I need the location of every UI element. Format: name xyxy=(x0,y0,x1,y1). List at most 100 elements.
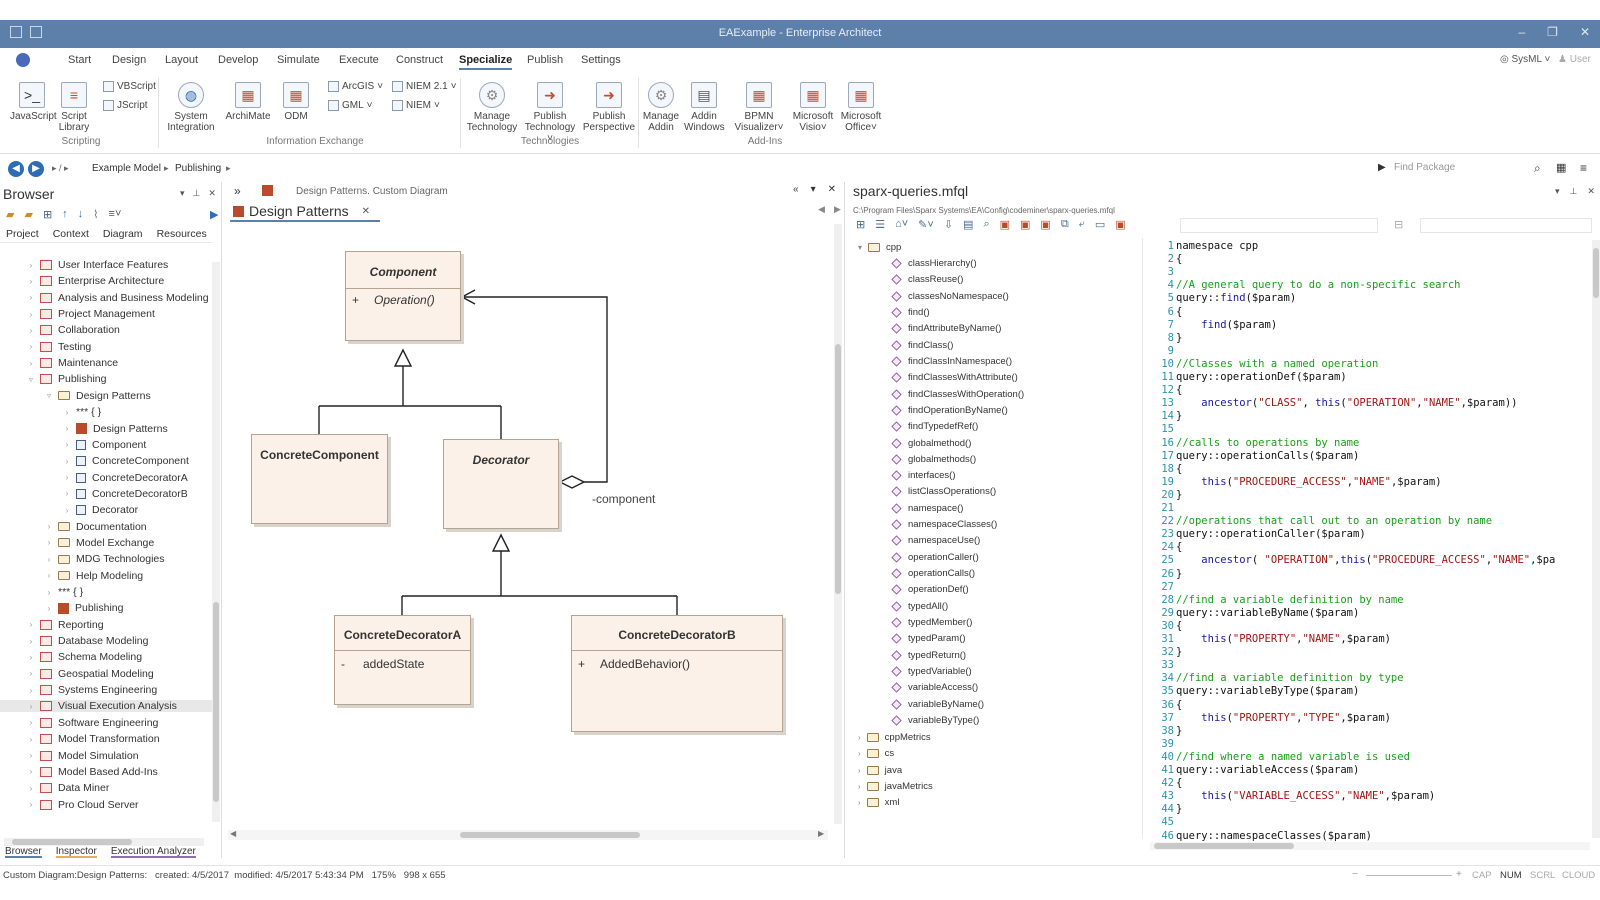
tab-settings[interactable]: Settings xyxy=(581,54,621,66)
search-icon[interactable]: ⌕ xyxy=(1534,161,1541,175)
query-method-item[interactable]: namespace() xyxy=(891,503,963,514)
pin-icon[interactable]: ⊥ xyxy=(1569,186,1578,196)
new-element-icon[interactable]: ⊞ xyxy=(42,209,53,221)
find-package-input[interactable]: Find Package xyxy=(1394,162,1456,173)
tree-folder[interactable]: ›xml xyxy=(858,797,899,808)
query-method-item[interactable]: listClassOperations() xyxy=(891,486,996,497)
chevron-right-icon[interactable]: › xyxy=(29,325,33,335)
manage-addin-button[interactable]: ⚙ Manage Addin xyxy=(642,82,680,133)
play-icon[interactable]: ▶ xyxy=(1378,162,1386,173)
bpmn-visualizer-button[interactable]: ▦ BPMN Visualizer˅ xyxy=(734,82,784,133)
chevron-right-icon[interactable]: › xyxy=(65,505,69,515)
query-method-item[interactable]: variableByName() xyxy=(891,699,984,710)
browser-tree-item[interactable]: ›Documentation xyxy=(44,521,147,533)
browser-tree-item[interactable]: ›Systems Engineering xyxy=(26,684,158,696)
query-method-item[interactable]: typedMember() xyxy=(891,617,972,628)
chevron-right-icon[interactable]: › xyxy=(29,734,33,744)
expand-right-icon[interactable]: ▶ xyxy=(210,209,219,221)
pin-icon[interactable]: ⊥ xyxy=(192,188,201,198)
browser-tree-item[interactable]: ›MDG Technologies xyxy=(44,553,165,565)
tab-execute[interactable]: Execute xyxy=(339,54,379,66)
tree-folder[interactable]: ›javaMetrics xyxy=(858,781,933,792)
chevron-right-icon[interactable]: › xyxy=(29,620,33,630)
browser-tree-item[interactable]: ›Collaboration xyxy=(26,324,120,336)
bottom-tab-browser[interactable]: Browser xyxy=(5,846,42,858)
red-action-icon[interactable]: ▣ xyxy=(1020,219,1031,231)
browser-tree-item[interactable]: ›Help Modeling xyxy=(44,570,143,582)
code-hscroll-thumb[interactable] xyxy=(1154,843,1294,849)
tab-design[interactable]: Design xyxy=(112,54,147,66)
restore-icon[interactable]: ❐ xyxy=(1547,25,1558,39)
scroll-left-icon[interactable]: ◀ xyxy=(230,829,237,838)
browser-tree-item[interactable]: ›Analysis and Business Modeling xyxy=(26,292,209,304)
query-method-item[interactable]: classHierarchy() xyxy=(891,258,977,269)
tree-folder[interactable]: ›cs xyxy=(858,748,894,759)
archimate-button[interactable]: ▦ ArchiMate xyxy=(224,82,272,122)
publish-technology-button[interactable]: ➜ Publish Technology ˅ xyxy=(522,82,578,144)
move-up-icon[interactable]: ↑ xyxy=(62,208,68,220)
code-vscroll-thumb[interactable] xyxy=(1593,248,1599,298)
browser-tree-item[interactable]: ›ConcreteComponent xyxy=(62,455,189,467)
options-icon[interactable]: ⌂˅ xyxy=(895,218,909,230)
manage-technology-button[interactable]: ⚙ Manage Technology xyxy=(466,82,518,133)
query-method-item[interactable]: typedAll() xyxy=(891,601,948,612)
browser-tree-item[interactable]: ›*** { } xyxy=(44,586,83,598)
hamburger-icon[interactable]: ≡ xyxy=(1580,161,1588,175)
query-method-item[interactable]: namespaceUse() xyxy=(891,535,980,546)
query-method-item[interactable]: variableAccess() xyxy=(891,682,978,693)
chevron-right-icon[interactable]: › xyxy=(29,767,33,777)
scroll-right-icon[interactable]: ▶ xyxy=(834,204,841,214)
close-icon[interactable]: ✕ xyxy=(1587,186,1595,196)
tab-simulate[interactable]: Simulate xyxy=(277,54,320,66)
close-icon[interactable]: ✕ xyxy=(1579,25,1590,39)
odm-button[interactable]: ▦ ODM xyxy=(280,82,312,122)
move-down-icon[interactable]: ↓ xyxy=(77,208,84,220)
browser-tree-item[interactable]: ›Reporting xyxy=(26,619,104,631)
chevron-right-icon[interactable]: › xyxy=(29,276,33,286)
red-action-icon[interactable]: ▣ xyxy=(1040,219,1051,231)
arcgis-button[interactable]: ArcGIS ˅ xyxy=(328,81,383,92)
document-icon[interactable]: ▤ xyxy=(963,219,974,231)
query-method-item[interactable]: variableByType() xyxy=(891,715,979,726)
browser-tree-item[interactable]: ›Maintenance xyxy=(26,357,118,369)
chevron-right-icon[interactable]: › xyxy=(47,522,51,532)
chevron-right-icon[interactable]: › xyxy=(29,636,33,646)
browser-tree-item[interactable]: ▿Publishing xyxy=(26,373,106,385)
browser-tree-item[interactable]: ›Data Miner xyxy=(26,782,110,794)
breadcrumb-publishing[interactable]: Publishing xyxy=(175,163,222,174)
system-integration-button[interactable]: ◍ System Integration xyxy=(164,82,218,133)
zoom-slider[interactable] xyxy=(1366,875,1452,876)
class-decorator[interactable]: Decorator xyxy=(443,439,559,529)
class-concrete-component[interactable]: ConcreteComponent xyxy=(251,434,388,524)
browser-tree-item[interactable]: ▿Design Patterns xyxy=(44,390,151,402)
browser-tree-item[interactable]: ›Model Transformation xyxy=(26,733,160,745)
query-method-item[interactable]: findClass() xyxy=(891,340,953,351)
query-method-item[interactable]: typedVariable() xyxy=(891,666,972,677)
tree-folder[interactable]: ›java xyxy=(858,765,902,776)
chevron-right-icon[interactable]: › xyxy=(29,783,33,793)
dropdown-icon[interactable]: ▾ xyxy=(810,184,816,195)
browser-tree-item[interactable]: ›Publishing xyxy=(44,602,124,614)
browser-tree-item[interactable]: ›User Interface Features xyxy=(26,259,169,271)
query-search-input[interactable] xyxy=(1180,218,1378,233)
browser-hscroll-thumb[interactable] xyxy=(12,839,132,845)
niem21-button[interactable]: NIEM 2.1 ˅ xyxy=(392,81,457,92)
diagram-tab[interactable]: Design Patterns ✕ xyxy=(230,202,380,222)
chevron-right-icon[interactable]: › xyxy=(47,587,51,597)
expand-panel-icon[interactable]: » xyxy=(234,184,241,198)
filter-icon[interactable]: ⊟ xyxy=(1394,219,1404,231)
diagram-vscroll-thumb[interactable] xyxy=(835,344,841,594)
dropdown-icon[interactable]: ▾ xyxy=(180,188,185,198)
chevron-right-icon[interactable]: › xyxy=(47,603,51,613)
chevron-right-icon[interactable]: › xyxy=(29,260,33,270)
query-method-item[interactable]: findClassesWithAttribute() xyxy=(891,372,1018,383)
tab-develop[interactable]: Develop xyxy=(218,54,259,66)
chevron-right-icon[interactable]: › xyxy=(65,489,69,499)
chevron-right-icon[interactable]: › xyxy=(65,407,69,417)
browser-tree-item[interactable]: ›Enterprise Architecture xyxy=(26,275,165,287)
microsoft-visio-button[interactable]: ▦ Microsoft Visio˅ xyxy=(790,82,836,133)
link-icon[interactable]: ⧉ xyxy=(1060,218,1069,230)
close-icon[interactable]: ✕ xyxy=(827,184,836,195)
chevron-right-icon[interactable]: › xyxy=(29,309,33,319)
tab-layout[interactable]: Layout xyxy=(165,54,199,66)
